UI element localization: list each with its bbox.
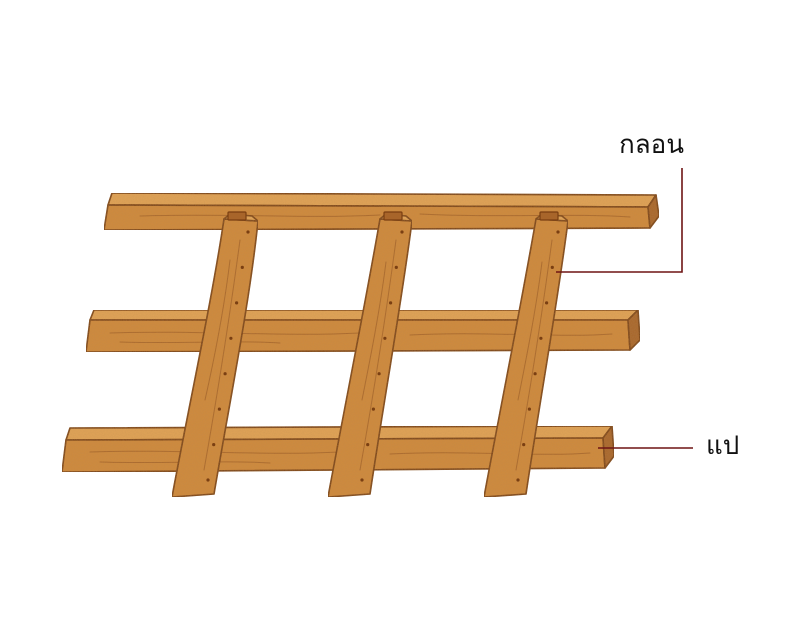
nail-dot: [217, 407, 221, 411]
nail-dot: [235, 301, 239, 305]
nail-dot: [545, 301, 549, 305]
rafter-1: [171, 213, 259, 498]
leader-line-rafter: [556, 168, 683, 273]
rafter-notches: [227, 211, 559, 221]
nail-dot: [371, 407, 375, 411]
nail-dot: [240, 265, 244, 269]
nail-dot: [556, 230, 560, 234]
nail-dot: [389, 301, 393, 305]
nail-dot: [377, 372, 381, 376]
nail-dot: [229, 336, 233, 340]
nail-dots: [206, 230, 560, 482]
nail-dot: [383, 336, 387, 340]
nail-dot: [212, 443, 216, 447]
nail-dot: [360, 478, 364, 482]
nail-dot: [206, 478, 210, 482]
label-purlin: แป: [706, 431, 740, 461]
nail-dot: [246, 230, 250, 234]
nail-dot: [527, 407, 532, 411]
nail-dot: [366, 443, 370, 447]
nail-dot: [223, 372, 227, 376]
nail-dot: [533, 372, 537, 376]
nail-dot: [400, 230, 404, 234]
nail-dot: [539, 336, 543, 340]
nail-dot: [394, 265, 398, 269]
nail-dot: [550, 265, 554, 269]
label-rafter: กลอน: [619, 130, 685, 160]
nail-dot: [522, 443, 526, 447]
nail-dot: [516, 478, 520, 482]
